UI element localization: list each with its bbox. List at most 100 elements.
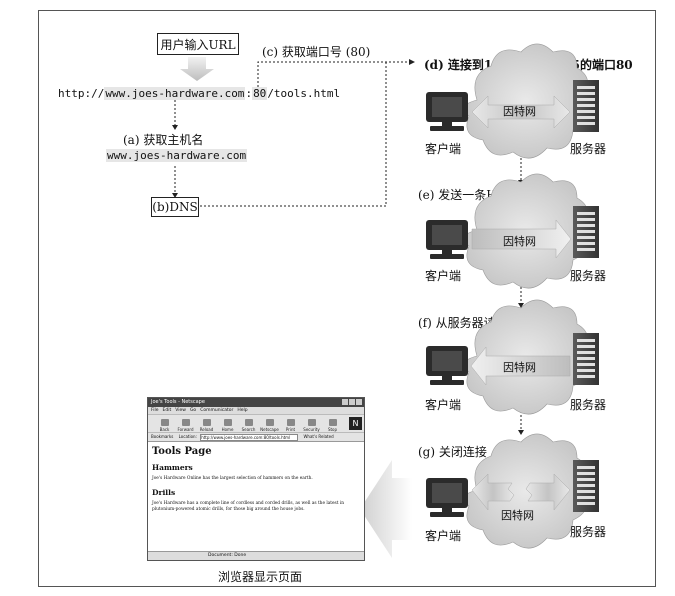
step-a-label: (a) 获取主机名 <box>123 133 204 147</box>
down-arrow-icon <box>180 57 214 81</box>
status-text: Document: Done <box>208 553 247 558</box>
browser-toolbar: Back Forward Reload Home Search Netscape… <box>148 415 364 433</box>
location-label: Location: <box>178 434 197 439</box>
row-g <box>426 433 599 549</box>
server-label-f: 服务器 <box>570 398 607 412</box>
network-label-e: 因特网 <box>503 235 536 248</box>
close-icon <box>356 399 362 405</box>
browser-location-bar: Bookmarks Location: http://www.joes-hard… <box>148 433 364 442</box>
network-label-f: 因特网 <box>503 361 536 374</box>
browser-title: Joe's Tools - Netscape <box>151 399 205 405</box>
toolbar-forward-label: Forward <box>177 427 194 432</box>
browser-status-bar: Document: Done <box>148 551 364 560</box>
server-icon <box>573 206 599 258</box>
toolbar-reload: Reload <box>196 419 217 432</box>
url-host: www.joes-hardware.com <box>104 87 246 100</box>
section-hammers-heading: Hammers <box>152 463 193 472</box>
url-prefix: http:// <box>58 87 105 100</box>
network-label-d: 因特网 <box>503 105 536 118</box>
server-icon <box>573 80 599 132</box>
whats-related-label: What's Related <box>303 434 334 439</box>
client-label-d: 客户端 <box>425 142 462 156</box>
row-e <box>426 173 599 289</box>
toolbar-search: Search <box>238 419 259 432</box>
section-drills-text: Joe's Hardware has a complete line of co… <box>152 501 344 512</box>
browser-content: Tools Page Hammers Joe's Hardware Online… <box>152 444 360 513</box>
toolbar-reload-label: Reload <box>199 427 214 432</box>
client-label-f: 客户端 <box>425 398 462 412</box>
step-c-label: (c) 获取端口号 (80) <box>262 45 371 59</box>
network-label-g: 因特网 <box>501 509 534 522</box>
toolbar-print-label: Print <box>285 427 296 432</box>
page-title: Tools Page <box>152 446 212 457</box>
client-label-g: 客户端 <box>425 529 462 543</box>
url-text: http://www.joes-hardware.com:80/tools.ht… <box>58 87 340 100</box>
lock-icon <box>307 419 316 426</box>
menu-edit: Edit <box>162 408 172 413</box>
back-icon <box>160 419 169 426</box>
client-computer-icon <box>426 220 468 259</box>
window-controls <box>342 399 362 405</box>
stop-icon <box>328 419 337 426</box>
toolbar-home: Home <box>217 419 238 432</box>
hostname-text: www.joes-hardware.com <box>106 149 248 162</box>
client-computer-icon <box>426 478 468 517</box>
browser-caption: 浏览器显示页面 <box>218 570 303 584</box>
user-input-label: 用户输入URL <box>160 37 236 52</box>
netscape-logo-icon: N <box>349 417 362 430</box>
maximize-icon <box>349 399 355 405</box>
section-drills-heading: Drills <box>152 488 176 497</box>
figure-frame <box>38 10 656 587</box>
minimize-icon <box>342 399 348 405</box>
server-icon <box>573 333 599 385</box>
client-computer-icon <box>426 92 468 131</box>
row-f <box>426 299 599 415</box>
toolbar-print: Print <box>280 419 301 432</box>
dns-label: (b)DNS <box>152 200 198 214</box>
url-port: 80 <box>252 87 268 100</box>
toolbar-stop: Stop <box>322 419 343 432</box>
menu-file: File <box>151 408 159 413</box>
toolbar-stop-label: Stop <box>327 427 338 432</box>
toolbar-netscape-label: Netscape <box>260 427 279 432</box>
dns-box: (b)DNS <box>151 197 199 217</box>
netscape-icon <box>265 419 274 426</box>
toolbar-search-label: Search <box>241 427 256 432</box>
server-label-g: 服务器 <box>570 525 607 539</box>
toolbar-back-label: Back <box>159 427 170 432</box>
row-d <box>426 43 599 159</box>
menu-view: View <box>175 408 186 413</box>
print-icon <box>286 419 295 426</box>
toolbar-forward: Forward <box>175 419 196 432</box>
search-icon <box>244 419 253 426</box>
toolbar-security-label: Security <box>303 427 320 432</box>
toolbar-home-label: Home <box>221 427 234 432</box>
toolbar-back: Back <box>154 419 175 432</box>
section-hammers-text: Joe's Hardware Online has the largest se… <box>152 476 313 481</box>
bookmarks-label: Bookmarks <box>151 434 174 439</box>
server-icon <box>573 460 599 512</box>
toolbar-security: Security <box>301 419 322 432</box>
url-path: /tools.html <box>267 87 341 100</box>
step-g-label: (g) 关闭连接 <box>418 445 487 459</box>
client-label-e: 客户端 <box>425 269 462 283</box>
toolbar-netscape: Netscape <box>259 419 280 432</box>
display-arrow-icon <box>360 460 412 558</box>
hostname-value: www.joes-hardware.com <box>106 149 248 162</box>
browser-title-bar: Joe's Tools - Netscape <box>148 398 364 407</box>
menu-communicator: Communicator <box>200 408 234 413</box>
reload-icon <box>202 419 211 426</box>
menu-go: Go <box>189 408 197 413</box>
user-input-box: 用户输入URL <box>157 33 239 55</box>
menu-help: Help <box>237 408 248 413</box>
forward-icon <box>181 419 190 426</box>
client-computer-icon <box>426 346 468 385</box>
server-label-d: 服务器 <box>570 142 607 156</box>
server-label-e: 服务器 <box>570 269 607 283</box>
url-port-sep: : <box>245 87 253 100</box>
location-url: http://www.joes-hardware.com:80/tools.ht… <box>200 433 299 441</box>
